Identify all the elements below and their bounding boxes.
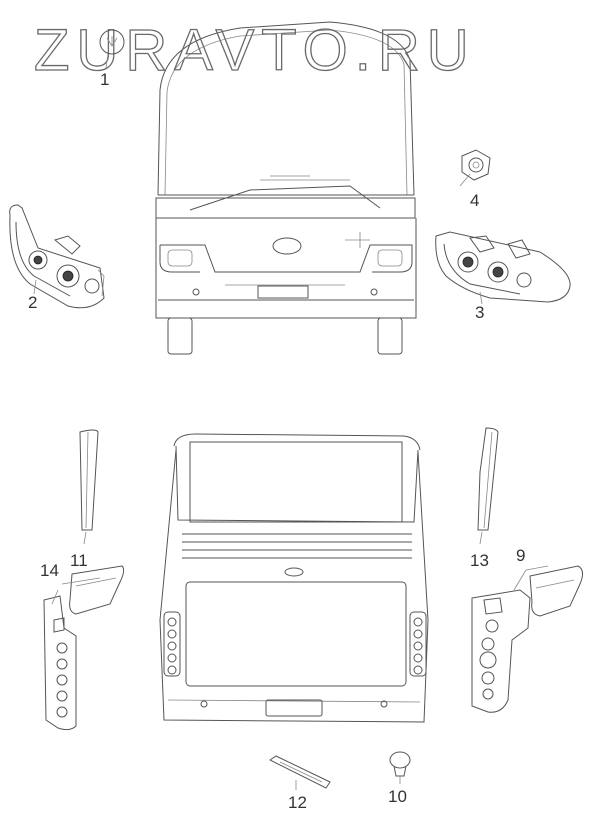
watermark-text: ZURAVTO.RU (34, 18, 476, 83)
part-3-right-headlamp (435, 231, 571, 305)
callout-2: 2 (28, 293, 37, 312)
callout-14: 14 (40, 561, 59, 580)
part-12-wiper-blade (269, 755, 331, 790)
part-14-left-rear-lamp-assembly (43, 565, 125, 731)
rear-lamp-cluster-left (163, 611, 181, 677)
part-1-bulb (99, 29, 125, 69)
rear-lamp-cluster-right (409, 611, 427, 677)
part-9-right-rear-lamp-assembly (471, 565, 584, 713)
callout-4: 4 (470, 191, 479, 210)
part-11-left-trim-strip (79, 429, 99, 545)
callout-10: 10 (388, 787, 407, 806)
callout-1: 1 (100, 70, 109, 89)
callout-13: 13 (470, 551, 489, 570)
callout-11: 11 (70, 551, 88, 570)
part-10-clip (389, 751, 411, 784)
part-13-right-trim-strip (477, 427, 499, 545)
callout-9: 9 (516, 546, 525, 565)
part-2-left-headlamp (9, 204, 105, 309)
part-4-marker-lamp (459, 149, 491, 187)
callout-12: 12 (288, 793, 307, 812)
callout-3: 3 (475, 303, 484, 322)
bus-front-view (155, 21, 417, 355)
bus-rear-view (159, 433, 429, 723)
